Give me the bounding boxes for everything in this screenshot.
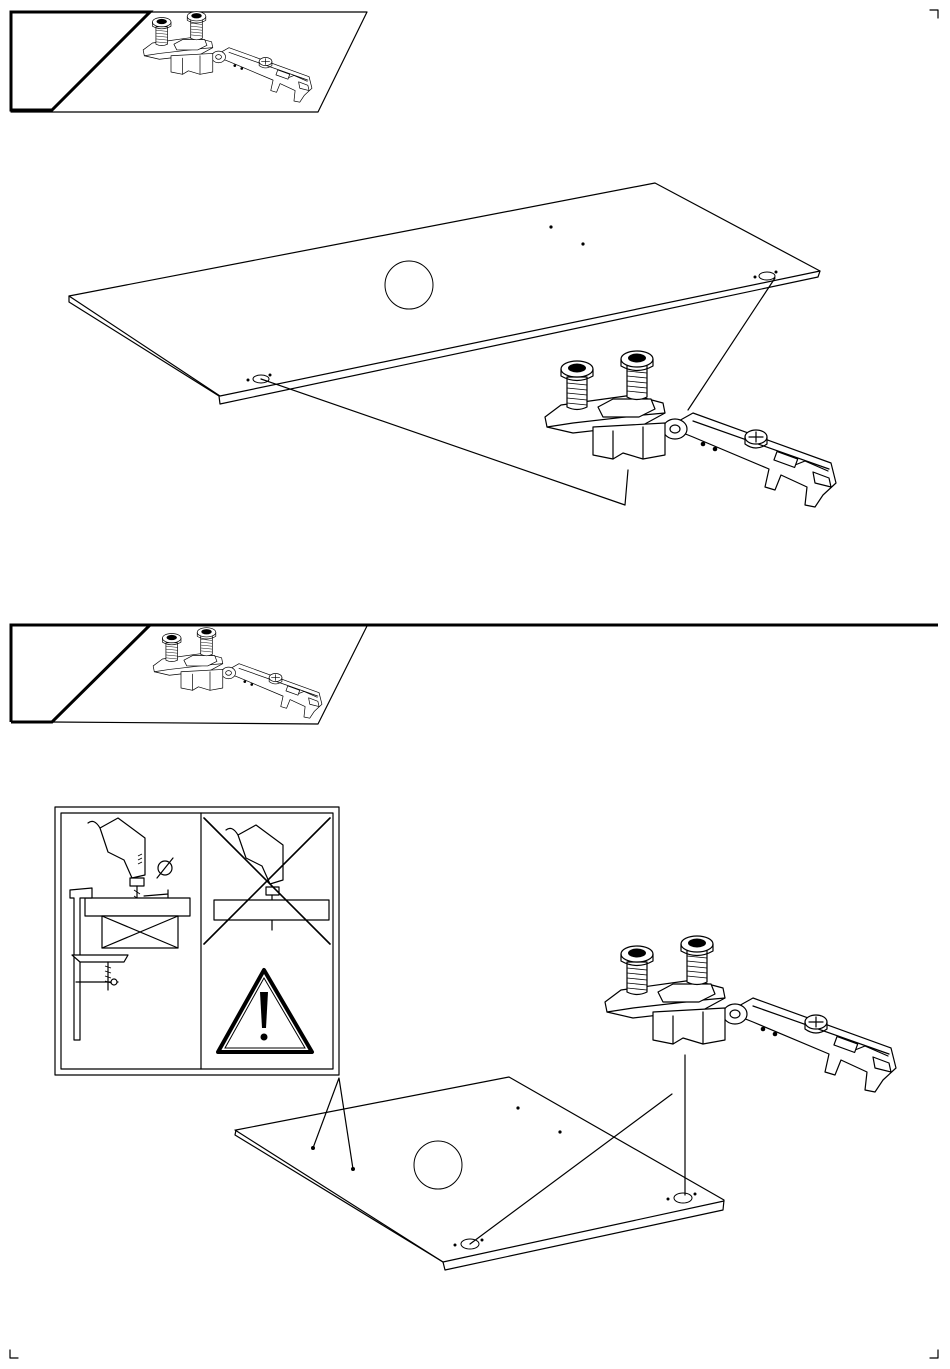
correct-drilling-method [70,818,190,1040]
step-2-hinge-hole-right [674,1193,692,1203]
warning-triangle-icon [218,970,312,1052]
step-1-hinge [545,351,836,507]
drilling-warning-box [55,807,339,1075]
step-2-hinge [605,936,896,1092]
step-1-handle-hole [385,261,433,309]
step-1-hinge-icon [143,12,312,102]
step-1-panel [69,183,820,404]
step-2-panel [235,1077,724,1270]
step-2-header [11,625,938,724]
step-1-header [11,12,367,112]
step-1-hinge-hole-right [759,272,775,280]
wrong-drilling-method [204,818,330,944]
step-2-hinge-icon [153,628,322,718]
step-2-handle-hole [414,1141,462,1189]
